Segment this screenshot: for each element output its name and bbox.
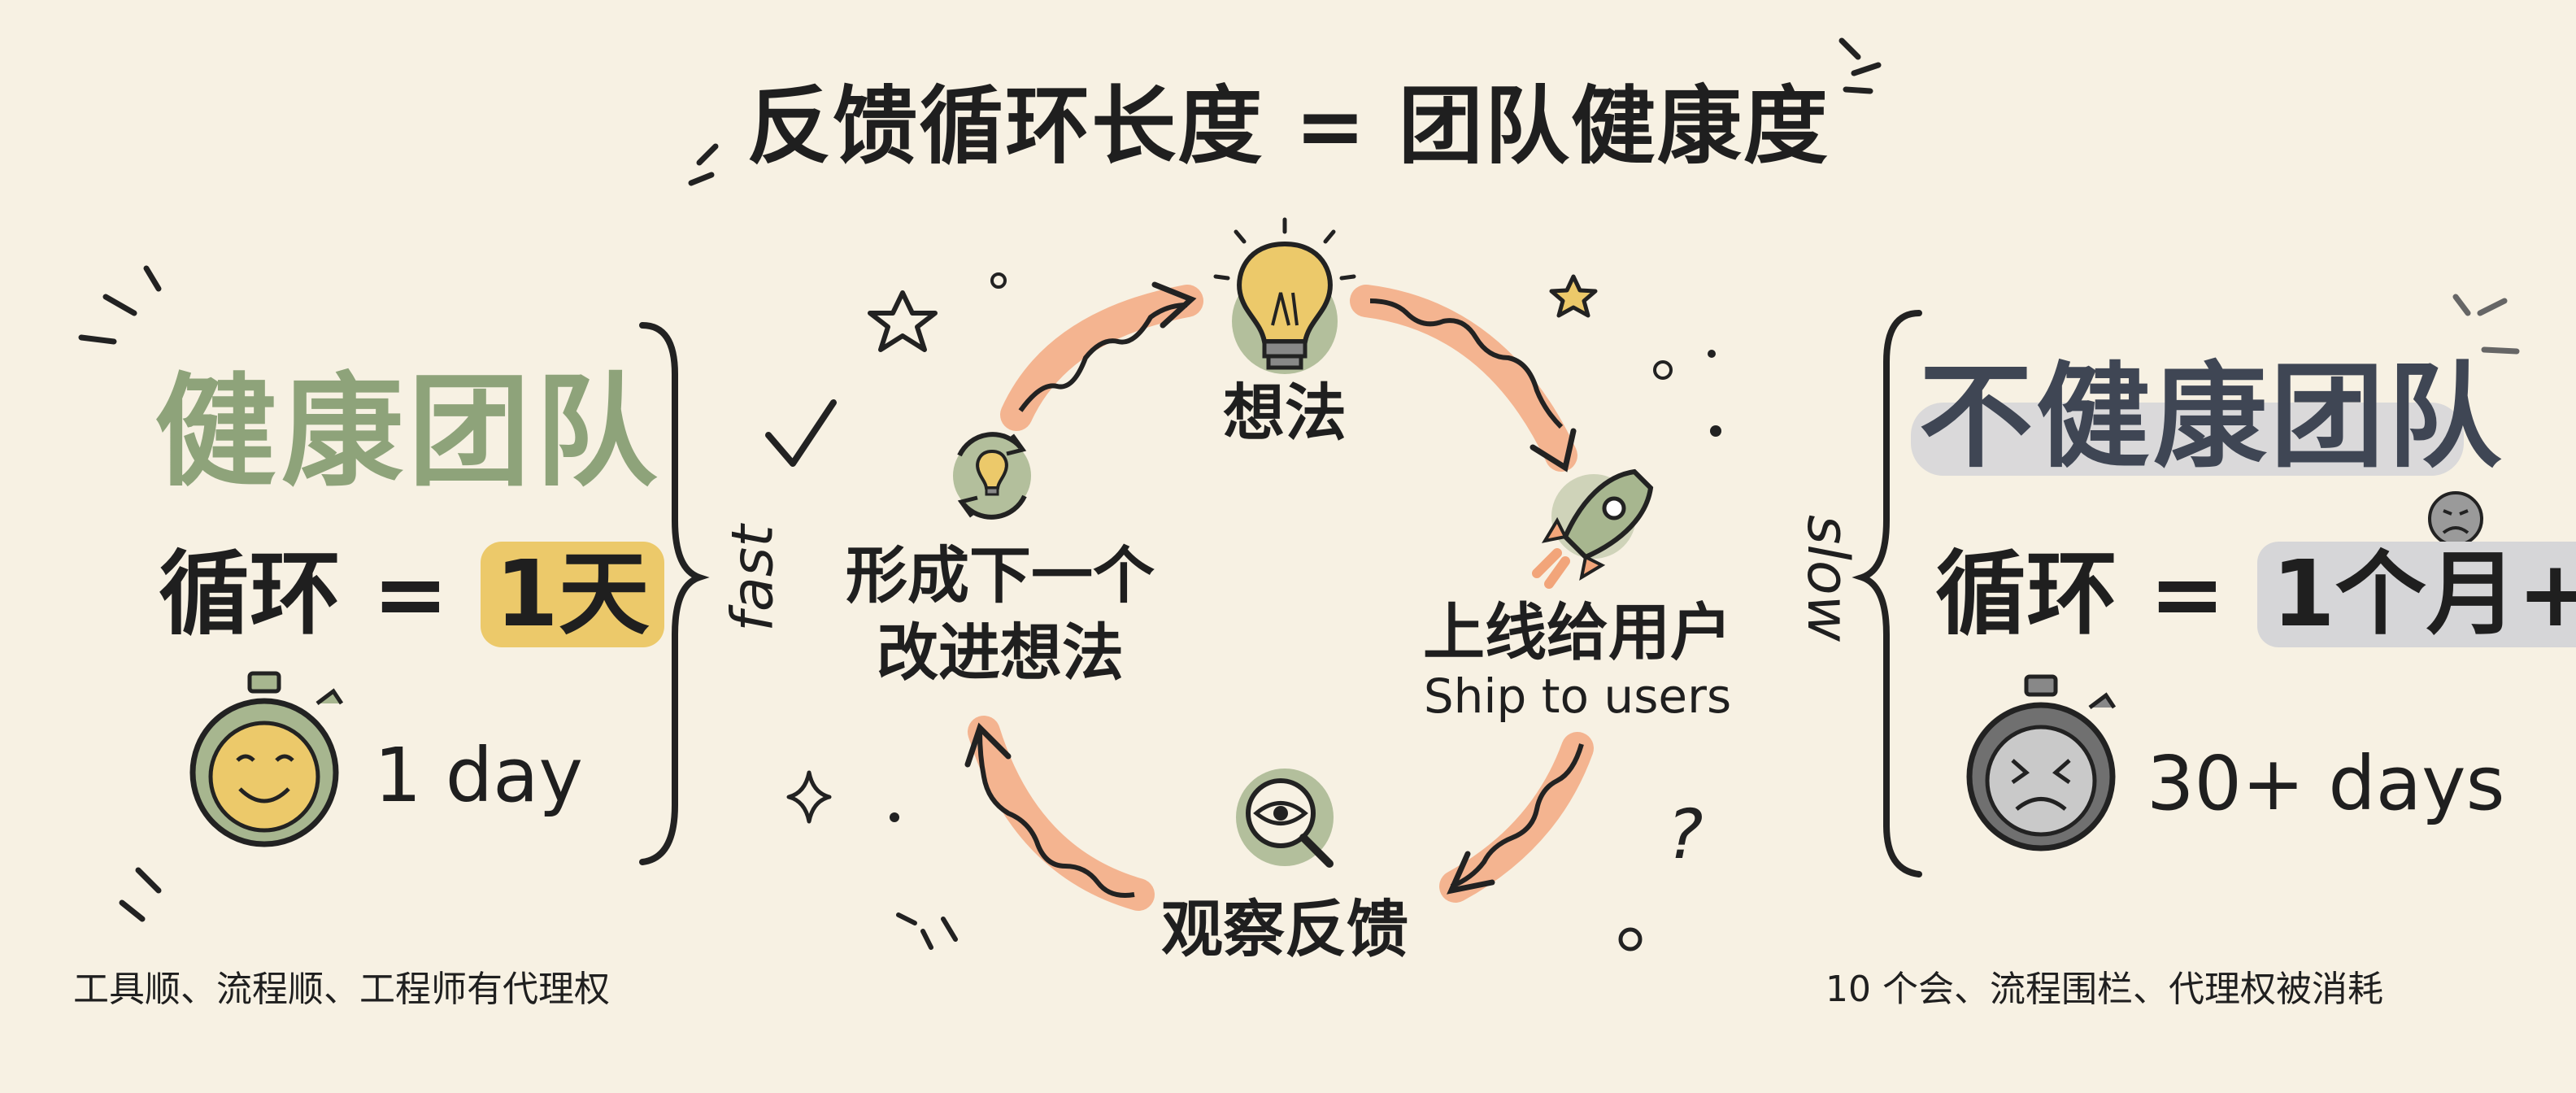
unhealthy-cycle-line: 循环 = 1个月+: [1935, 520, 2576, 652]
loop-node-next: 形成下一个 改进想法: [829, 537, 1171, 691]
loop-node-next-line2: 改进想法: [877, 616, 1124, 689]
checkmark-icon: [765, 399, 837, 467]
bottom-sparkles: [896, 912, 958, 950]
loop-node-ship-en: Ship to users: [1423, 668, 1732, 724]
question-mark-icon: ?: [1667, 795, 1704, 874]
healthy-cycle-label: 循环 =: [159, 542, 449, 647]
unhealthy-cycle-value: 1个月+: [2256, 542, 2576, 647]
unhealthy-title-wrap: 不健康团队: [1911, 325, 2505, 490]
unhealthy-timer-text: 30+ days: [2147, 740, 2505, 827]
loop-node-next-line1: 形成下一个: [846, 539, 1155, 612]
page-title: 反馈循环长度 = 团队健康度: [746, 76, 1830, 176]
unhealthy-title-highlight: [1911, 403, 2464, 476]
fast-label: fast: [719, 525, 786, 632]
unhealthy-brace: [1852, 310, 1922, 877]
healthy-sparkles: [78, 265, 162, 922]
healthy-cycle-value: 1天: [480, 542, 664, 647]
healthy-cycle-line: 循环 = 1天: [159, 520, 664, 652]
star-icon-small: [1549, 274, 1598, 318]
decor-dots: [890, 272, 1721, 951]
unhealthy-footer: 10 个会、流程围栏、代理权被消耗: [1825, 969, 2383, 1010]
unhealthy-team-title: 不健康团队: [1919, 351, 2505, 484]
smiley-stopwatch-icon: [189, 671, 344, 847]
rocket-icon: [1532, 468, 1654, 589]
healthy-timer-text: 1 day: [374, 732, 583, 819]
loop-node-idea: 想法: [1223, 377, 1347, 449]
healthy-footer: 工具顺、流程顺、工程师有代理权: [73, 969, 610, 1010]
sad-stopwatch-icon: [1966, 674, 2117, 851]
sparkle-icon: [786, 770, 832, 824]
eye-magnifier-icon: [1236, 769, 1334, 868]
unhealthy-sparkles: [2452, 294, 2520, 355]
healthy-team-title: 健康团队: [154, 362, 663, 503]
title-sparkles: [688, 37, 1882, 186]
loop-arrows: [964, 281, 1594, 911]
slow-label: slow: [1795, 515, 1861, 642]
lightbulb-icon: [1213, 217, 1356, 374]
cycle-bulb-icon: [953, 432, 1031, 520]
healthy-brace: [639, 322, 710, 865]
loop-node-ship: 上线给用户: [1423, 596, 1732, 668]
unhealthy-cycle-label: 循环 =: [1935, 542, 2226, 647]
loop-node-observe: 观察反馈: [1161, 893, 1408, 965]
star-icon: [868, 290, 938, 352]
